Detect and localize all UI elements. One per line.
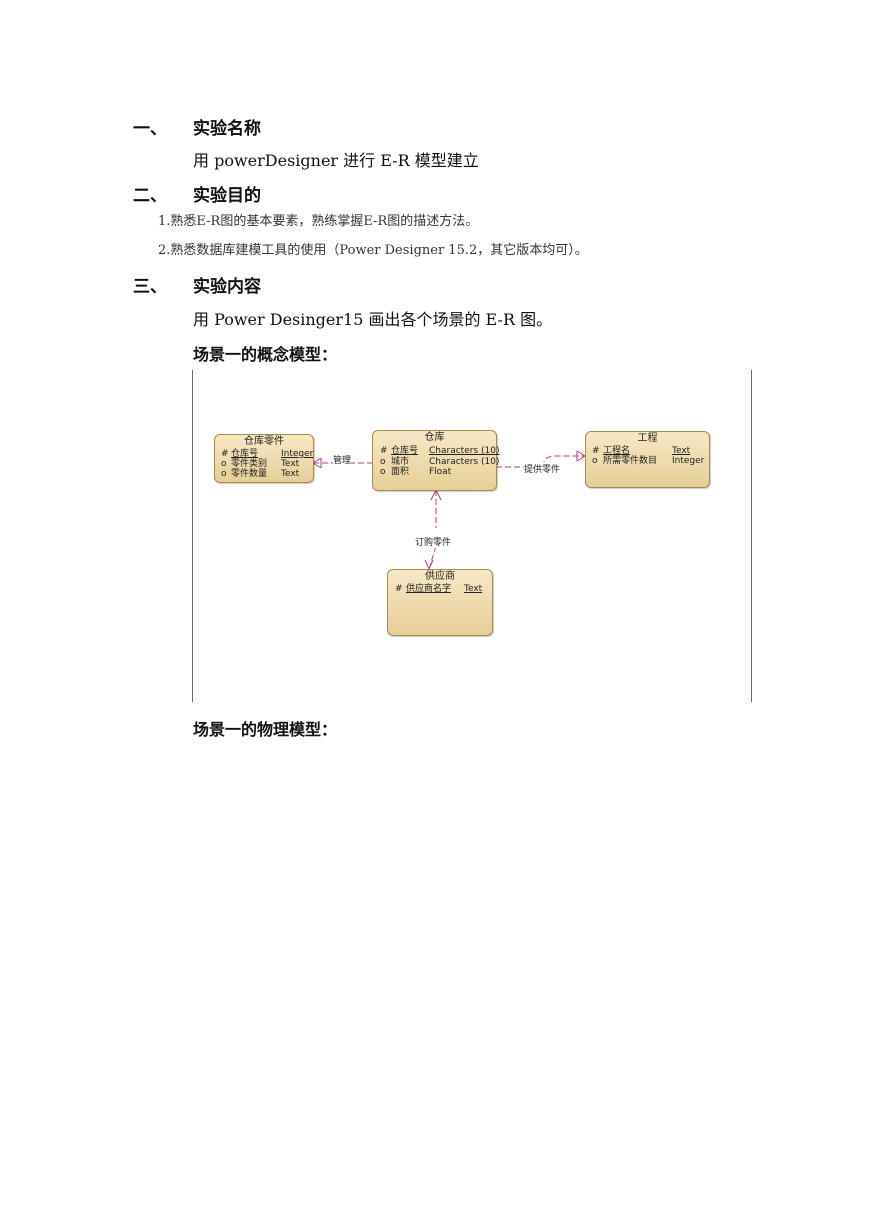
physical-model-title: 场景一的物理模型： — [193, 720, 338, 739]
attr-name: 面积 — [391, 467, 410, 477]
attr-type: Text — [464, 584, 483, 594]
entity-name: 供应商 — [425, 571, 455, 582]
entity-name: 工程 — [637, 433, 658, 444]
entity-project[interactable]: 工程 # 工程名 Text o 所需零件数目 Integer — [585, 431, 710, 488]
attr-name: 仓库号 — [391, 446, 419, 456]
section-2-item-2: 2.熟悉数据库建模工具的使用（Power Designer 15.2，其它版本均… — [158, 243, 588, 258]
attr-mark: # — [221, 449, 229, 459]
entity-supplier[interactable]: 供应商 # 供应商名字 Text — [387, 569, 493, 636]
section-3-number: 三、 — [133, 277, 167, 297]
attr-mark: # — [380, 446, 388, 456]
section-2-item-1: 1.熟悉E-R图的基本要素，熟练掌握E-R图的描述方法。 — [158, 214, 479, 229]
supply-crowfoot — [576, 450, 586, 462]
attr-mark: # — [395, 584, 403, 594]
entity-warehouse-parts[interactable]: 仓库零件 # 仓库号 Integer o 零件类别 Text o 零件数量 Te… — [214, 434, 314, 483]
attr-name: 仓库号 — [231, 449, 259, 459]
attr-type: Characters (10) — [429, 457, 500, 467]
attr-type: Integer — [281, 449, 314, 459]
attr-type: Text — [672, 446, 691, 456]
attr-name: 供应商名字 — [406, 584, 452, 594]
attr-type: Text — [281, 459, 300, 469]
attr-type: Text — [281, 469, 300, 479]
relation-label-order: 订购零件 — [415, 535, 452, 548]
entity-warehouse[interactable]: 仓库 # 仓库号 Characters (10) o 城市 Characters… — [372, 430, 500, 491]
attr-name: 零件数量 — [231, 469, 268, 479]
attr-type: Integer — [672, 456, 705, 466]
attr-name: 工程名 — [603, 446, 631, 456]
section-1-text: 用 powerDesigner 进行 E-R 模型建立 — [193, 151, 479, 170]
section-2-title: 实验目的 — [193, 186, 261, 206]
entity-name: 仓库零件 — [244, 436, 284, 447]
attr-type: Characters (10) — [429, 446, 500, 456]
entity-name: 仓库 — [424, 432, 445, 443]
order-fork-bottom — [424, 559, 434, 570]
attr-mark: o — [221, 469, 227, 479]
attr-mark: o — [221, 459, 227, 469]
attr-name: 所需零件数目 — [603, 456, 658, 466]
attr-mark: # — [592, 446, 600, 456]
section-1-title: 实验名称 — [193, 119, 261, 139]
order-fork-top — [430, 489, 442, 501]
relation-label-supply: 提供零件 — [524, 462, 561, 475]
section-1-number: 一、 — [133, 119, 167, 139]
section-3-text: 用 Power Desinger15 画出各个场景的 E-R 图。 — [193, 310, 553, 329]
attr-name: 城市 — [391, 457, 410, 467]
relationship-lines — [312, 450, 586, 570]
relation-label-manage: 管理 — [333, 453, 352, 466]
er-diagram-frame: 仓库零件 # 仓库号 Integer o 零件类别 Text o 零件数量 Te… — [192, 370, 752, 702]
section-2-number: 二、 — [133, 186, 167, 206]
attr-type: Float — [429, 467, 452, 477]
attr-name: 零件类别 — [231, 459, 268, 469]
conceptual-model-title: 场景一的概念模型： — [193, 345, 338, 364]
section-3-title: 实验内容 — [193, 277, 261, 297]
attr-mark: o — [592, 456, 598, 466]
attr-mark: o — [380, 467, 386, 477]
manage-crowfoot — [312, 457, 322, 469]
attr-mark: o — [380, 457, 386, 467]
